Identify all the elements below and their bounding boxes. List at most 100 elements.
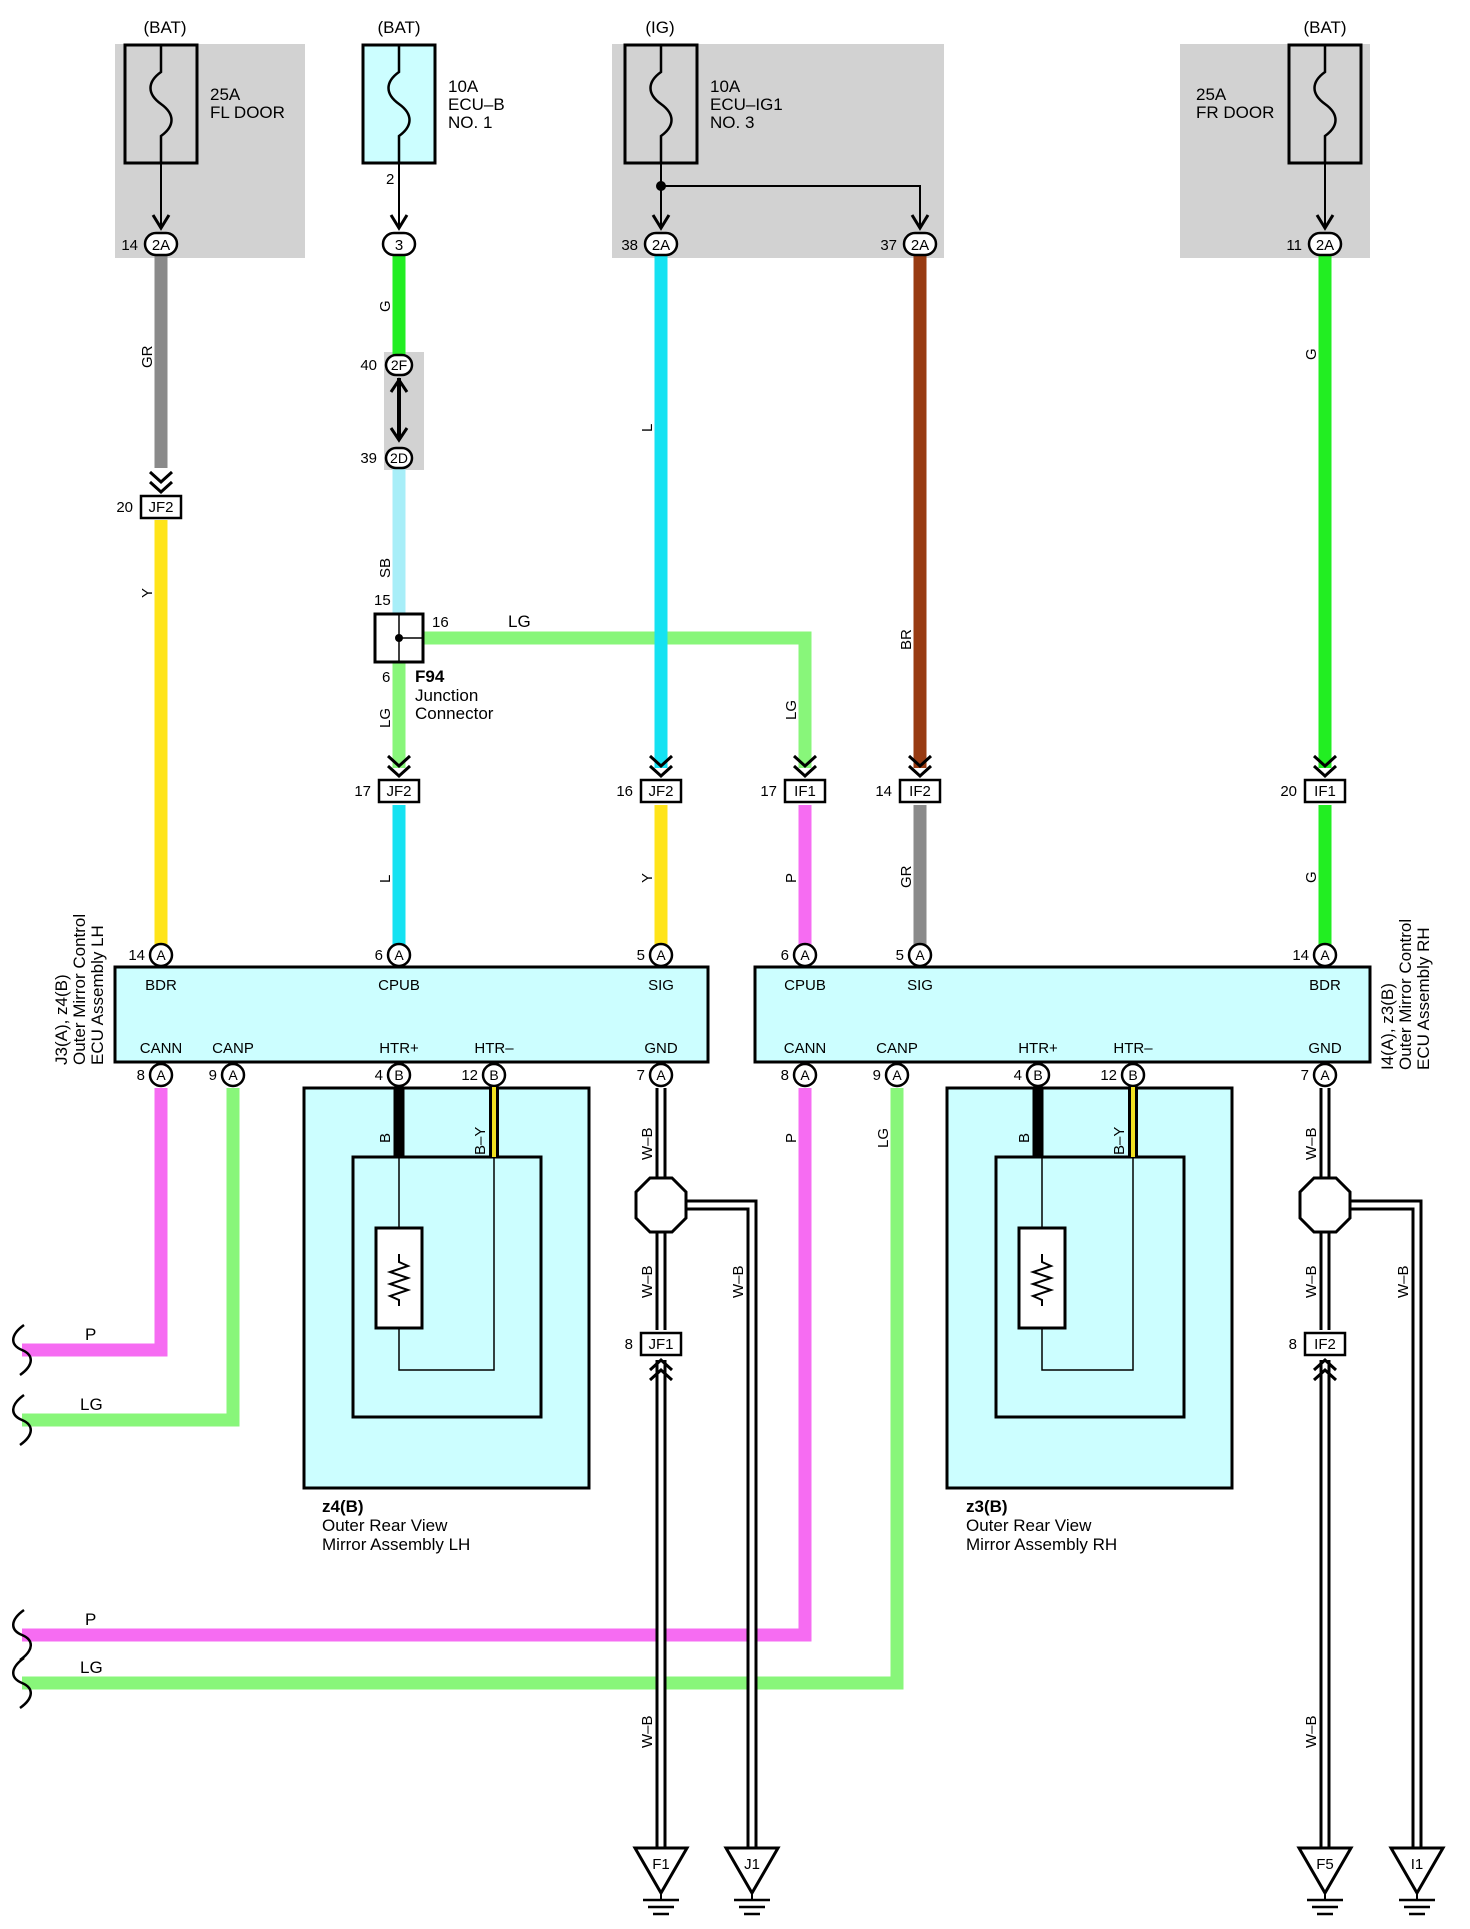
svg-text:A: A [1320, 1067, 1330, 1083]
svg-text:Outer Mirror Control: Outer Mirror Control [70, 914, 89, 1065]
wire-label-lg-rh: LG [875, 1128, 892, 1148]
svg-text:A: A [156, 947, 166, 963]
svg-text:8: 8 [137, 1067, 145, 1084]
ecu-rh-pin-cann: CANN A 8 [781, 1040, 827, 1088]
svg-text:JF1: JF1 [648, 1336, 673, 1353]
ecu-rh-name: I4(A), z3(B) Outer Mirror Control ECU As… [1378, 919, 1433, 1070]
connector-arrow-icon [151, 214, 171, 231]
fr-door-fuse-box [1180, 44, 1370, 258]
svg-text:20: 20 [1280, 783, 1297, 800]
svg-text:2F: 2F [391, 357, 407, 373]
svg-text:HTR+: HTR+ [1018, 1040, 1058, 1057]
ecu-ig1-fuse-box [612, 44, 944, 258]
svg-text:GND: GND [644, 1040, 678, 1057]
wire-label-lg-j2: LG [377, 708, 394, 728]
ecu-b-fuse-name2: NO. 1 [448, 113, 492, 132]
wire-label-l2: L [377, 875, 394, 883]
svg-text:A: A [656, 947, 666, 963]
wire-label-lg-lh: LG [80, 1395, 103, 1414]
wire-label-by-rh: B–Y [1111, 1127, 1128, 1155]
svg-text:HTR+: HTR+ [379, 1040, 419, 1057]
svg-text:7: 7 [637, 1067, 645, 1084]
wire-break-icon [12, 1393, 32, 1447]
wire-label-g1: G [377, 300, 394, 312]
ecu-rh-pin-canp: CANP A 9 [873, 1040, 918, 1088]
svg-text:5: 5 [896, 947, 904, 964]
svg-text:17: 17 [760, 783, 777, 800]
ground-icon: I1 [1388, 1846, 1446, 1916]
wire-label-wb-bot2: W–B [1303, 1715, 1320, 1748]
connector-arrow-icon [651, 214, 671, 231]
svg-text:A: A [800, 947, 810, 963]
junction-desc1: Junction [415, 686, 478, 705]
mirror-rh-desc1: Outer Rear View [966, 1516, 1092, 1535]
svg-text:J3(A), z4(B): J3(A), z4(B) [52, 974, 71, 1065]
connector-2a-ig-37: 2A 37 [880, 231, 938, 257]
svg-text:CANP: CANP [876, 1040, 918, 1057]
svg-text:I4(A), z3(B): I4(A), z3(B) [1378, 983, 1397, 1070]
wire-label-g2: G [1303, 871, 1320, 883]
svg-text:2D: 2D [390, 450, 408, 466]
connector-2a-fl: 2A 14 [121, 231, 179, 257]
svg-text:B: B [1128, 1067, 1137, 1083]
wire-break-icon [12, 1323, 32, 1377]
svg-text:CANN: CANN [784, 1040, 827, 1057]
svg-text:A: A [228, 1067, 238, 1083]
ground-icon: F1 [632, 1846, 690, 1916]
svg-text:B: B [1033, 1067, 1042, 1083]
wire-label-wb-lh3: W–B [730, 1265, 747, 1298]
mirror-rh-outer [945, 1086, 1234, 1490]
connector-3-ecu-b: 3 [381, 231, 417, 257]
svg-text:7: 7 [1301, 1067, 1309, 1084]
wire-label-p-bottom: P [85, 1610, 96, 1629]
svg-text:14: 14 [875, 783, 892, 800]
svg-text:F1: F1 [652, 1856, 670, 1873]
ecu-b-fuse-name1: ECU–B [448, 95, 505, 114]
wire-label-lg-if1: LG [783, 700, 800, 720]
svg-text:11: 11 [1286, 237, 1302, 254]
svg-text:IF1: IF1 [794, 783, 816, 800]
ground-icon: F5 [1296, 1846, 1354, 1916]
junction-pin-top: 15 [374, 592, 391, 609]
wire-label-l1: L [639, 424, 656, 432]
connector-2a-ig-38: 2A 38 [621, 231, 679, 257]
wire-wb-lh [655, 1088, 758, 1848]
svg-text:38: 38 [621, 237, 638, 254]
svg-text:3: 3 [395, 237, 403, 254]
junction-code: F94 [415, 667, 445, 686]
splice-icon [656, 181, 666, 191]
fr-door-source-label: (BAT) [1303, 18, 1346, 37]
svg-text:2A: 2A [652, 237, 670, 254]
wire-label-wb-lh1: W–B [639, 1127, 656, 1160]
wire-label-p-lh: P [85, 1325, 96, 1344]
wire-label-wb-rh3: W–B [1395, 1265, 1412, 1298]
fuse-icon [361, 43, 437, 165]
fl-door-fuse-rating: 25A [210, 85, 241, 104]
fr-door-fuse-rating: 25A [1196, 85, 1227, 104]
wire-label-lg-bottom: LG [80, 1658, 103, 1677]
svg-text:2A: 2A [1316, 237, 1334, 254]
mirror-rh-code: z3(B) [966, 1497, 1008, 1516]
connector-if1-17: IF1 17 [760, 754, 827, 804]
connector-2d: 2D 39 [360, 446, 414, 470]
svg-text:HTR–: HTR– [1113, 1040, 1153, 1057]
ecu-lh-pin-sig: A 5 SIG [637, 942, 674, 994]
wire-label-wb-bot: W–B [639, 1715, 656, 1748]
ecu-lh-name: J3(A), z4(B) Outer Mirror Control ECU As… [52, 914, 107, 1065]
wire-label-wb-rh2: W–B [1303, 1265, 1320, 1298]
mirror-lh-inner [351, 1155, 543, 1419]
ecu-lh-pin-htr-plus: HTR+ B 4 [375, 1040, 419, 1088]
ecu-b-out-pin: 2 [386, 171, 394, 188]
heater-resistor-icon [374, 1226, 424, 1330]
wire-label-g-fr: G [1303, 348, 1320, 360]
mirror-rh-inner [994, 1155, 1186, 1419]
svg-text:BDR: BDR [1309, 977, 1341, 994]
svg-text:BDR: BDR [145, 977, 177, 994]
fl-door-source-label: (BAT) [143, 18, 186, 37]
svg-text:B: B [394, 1067, 403, 1083]
wire-label-y1: Y [139, 588, 156, 598]
junction-desc2: Connector [415, 704, 494, 723]
wire-label-b-lh: B [377, 1133, 394, 1143]
wire-label-gr1: GR [139, 345, 156, 368]
svg-text:Outer Mirror Control: Outer Mirror Control [1396, 919, 1415, 1070]
